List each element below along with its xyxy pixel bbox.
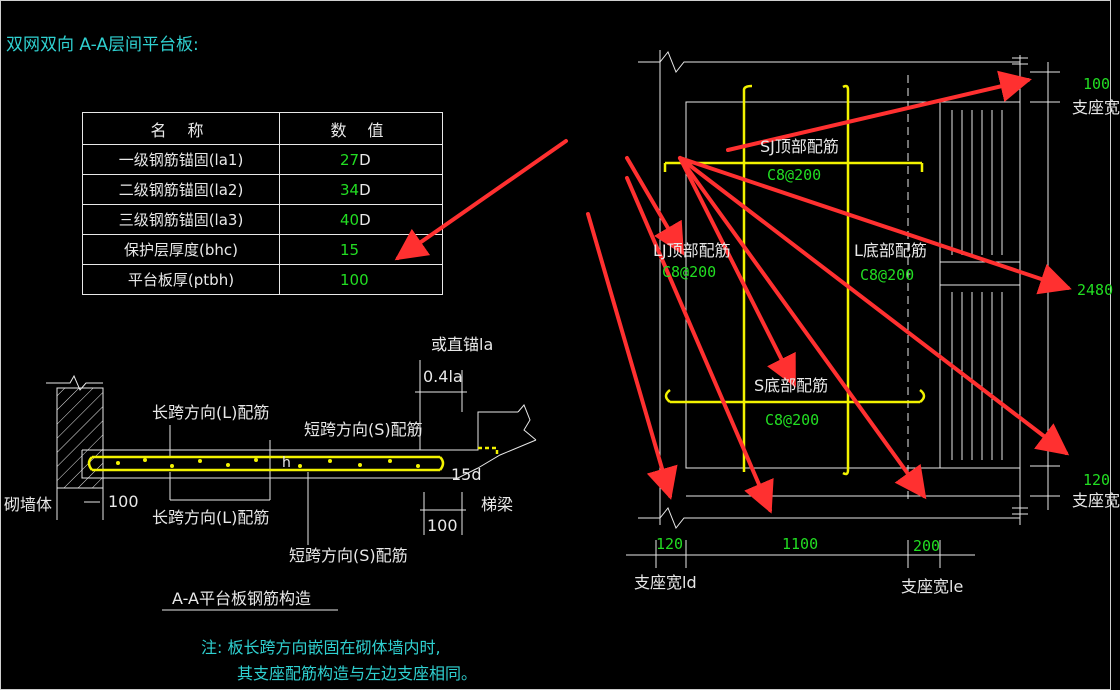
rebar-hook (87, 456, 93, 471)
spec-s-bottom: C8@200 (765, 411, 820, 429)
arrow-to-lj (625, 156, 685, 256)
row-value: 15 (340, 240, 360, 259)
arrow-to-200 (678, 156, 927, 500)
plan-stair-treads (940, 110, 1020, 460)
arrow-to-120-left (586, 212, 678, 500)
dim-200: 200 (913, 537, 941, 555)
slab-bottom-line (81, 450, 479, 479)
label-04la: 0.4la (423, 367, 463, 386)
drawing-title: 双网双向 A-A层间平台板: (6, 35, 199, 55)
rebar-hook (742, 84, 753, 91)
row-unit: D (359, 210, 371, 229)
table-row: 二级钢筋锚固(la2) 34D (82, 174, 443, 205)
rebar-lines (92, 455, 440, 472)
note-line-1: 注: 板长跨方向嵌固在砌体墙内时, (201, 638, 441, 657)
label-100-right: 100 (427, 516, 458, 535)
table-row: 平台板厚(ptbh) 100 (82, 264, 443, 295)
label-long-span-bottom: 长跨方向(L)配筋 (152, 508, 270, 527)
label-s-bottom: S底部配筋 (754, 376, 829, 395)
label-support-width-bottom: 支座宽 (1072, 491, 1120, 510)
arrow-to-1100 (625, 176, 774, 514)
rebar-hook (842, 469, 850, 476)
label-h: h (282, 455, 291, 471)
arrow-to-table (394, 139, 568, 261)
section-rebar (87, 446, 499, 472)
label-short-span-bottom: 短跨方向(S)配筋 (289, 546, 408, 565)
note-line-2: 其支座配筋构造与左边支座相同。 (237, 664, 478, 683)
label-15d: 15d (451, 465, 482, 484)
spec-lj-top: C8@200 (662, 263, 717, 281)
rebar-hook (663, 163, 924, 172)
slab-top-line (82, 411, 518, 451)
rebar-hook (439, 456, 445, 471)
plan-bottom-break (638, 507, 1020, 529)
beam-break-line (517, 404, 537, 441)
annotation-arrows (394, 70, 1072, 514)
dim-120-right: 120 (1083, 471, 1111, 489)
row-unit: D (359, 180, 371, 199)
label-sj-top: SJ顶部配筋 (760, 137, 839, 156)
arrow-to-s-bottom (678, 156, 796, 388)
label-100-left: 100 (108, 492, 139, 511)
dim-100-top: 100 (1083, 75, 1111, 93)
header-name: 名 称 (82, 112, 280, 145)
parameter-table: 名 称 数 值 一级钢筋锚固(la1) 27D 二级钢筋锚固(la2) 34D … (82, 112, 443, 295)
rebar-hook (919, 389, 926, 403)
rebar-hook (664, 389, 671, 403)
arrow-to-100 (726, 70, 1032, 152)
table-header-row: 名 称 数 值 (82, 112, 443, 145)
section-caption: A-A平台板钢筋构造 (172, 589, 311, 608)
label-or-straight-anchor: 或直锚la (431, 335, 494, 354)
arrow-to-2480 (678, 156, 1072, 295)
label-support-width-ld: 支座宽ld (634, 573, 697, 592)
label-stair-beam: 梯梁 (481, 495, 514, 514)
section-drawing (46, 360, 537, 611)
spec-l-bottom: C8@200 (860, 266, 915, 284)
label-support-width-top: 支座宽 (1072, 98, 1120, 117)
arrow-to-120 (678, 156, 1070, 456)
label-l-bottom: L底部配筋 (854, 241, 927, 260)
row-name: 三级钢筋锚固(la3) (82, 204, 280, 235)
row-name: 平台板厚(ptbh) (82, 264, 280, 295)
spec-sj-top: C8@200 (767, 166, 822, 184)
row-value: 100 (340, 270, 369, 289)
stair-beam-edge (477, 439, 537, 469)
label-short-span-top: 短跨方向(S)配筋 (304, 420, 423, 439)
wall-break-line (46, 374, 103, 391)
section-rebar-dots (116, 458, 420, 468)
row-value-cell[interactable]: 40D (279, 204, 443, 235)
row-name: 一级钢筋锚固(la1) (82, 144, 280, 175)
label-lj-top: LJ顶部配筋 (653, 241, 731, 260)
masonry-wall-hatch (56, 387, 104, 489)
label-support-width-le: 支座宽le (901, 577, 964, 596)
table-row: 保护层厚度(bhc) 15 (82, 234, 443, 265)
dim-120-bottom: 120 (656, 535, 684, 553)
row-value-cell[interactable]: 100 (279, 264, 443, 295)
table-row: 三级钢筋锚固(la3) 40D (82, 204, 443, 235)
rebar-hook (842, 84, 850, 91)
rebar-dashed-anchor (478, 446, 499, 455)
row-unit: D (359, 150, 371, 169)
row-value: 27 (340, 150, 360, 169)
row-value: 40 (340, 210, 360, 229)
dim-2480: 2480 (1077, 281, 1114, 299)
plan-top-break (638, 51, 1020, 73)
row-value-cell[interactable]: 34D (279, 174, 443, 205)
row-value: 34 (340, 180, 360, 199)
header-value: 数 值 (279, 112, 443, 145)
row-name: 二级钢筋锚固(la2) (82, 174, 280, 205)
row-name: 保护层厚度(bhc) (82, 234, 280, 265)
label-masonry-wall: 砌墙体 (4, 495, 53, 514)
label-long-span-top: 长跨方向(L)配筋 (152, 403, 270, 422)
dim-1100: 1100 (782, 535, 819, 553)
plan-drawing (626, 50, 1060, 568)
